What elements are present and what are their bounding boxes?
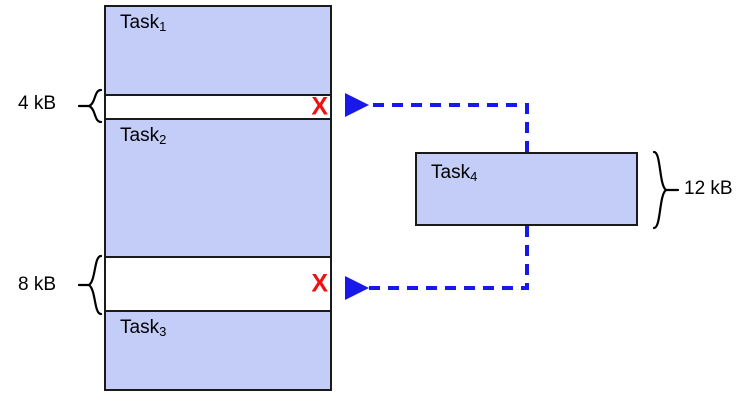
memory-block-task3: Task3: [106, 310, 330, 389]
brace-12kb-icon: [652, 150, 680, 230]
brace-4kb-icon: [78, 88, 103, 124]
gap-size-label-8kb: 8 kB: [18, 274, 57, 295]
incoming-task-label: Task4: [431, 162, 478, 184]
memory-block-label: Task3: [120, 317, 167, 339]
memory-column: Task1 X Task2 X Task3: [104, 5, 332, 391]
incoming-task-size-label: 12 kB: [684, 178, 733, 199]
reject-x-icon: X: [311, 92, 328, 121]
memory-block-task1: Task1: [106, 7, 330, 96]
free-gap-8kb: X: [106, 258, 330, 310]
memory-block-label: Task1: [120, 12, 167, 34]
arrow-to-8kb-gap: [345, 226, 529, 300]
arrow-to-4kb-gap: [345, 93, 529, 152]
incoming-task-box: Task4: [415, 152, 638, 226]
brace-8kb-icon: [78, 254, 103, 316]
memory-block-task2: Task2: [106, 118, 330, 258]
gap-size-label-4kb: 4 kB: [18, 93, 57, 114]
memory-block-label: Task2: [120, 125, 167, 147]
free-gap-4kb: X: [106, 92, 330, 121]
reject-x-icon: X: [311, 269, 328, 298]
